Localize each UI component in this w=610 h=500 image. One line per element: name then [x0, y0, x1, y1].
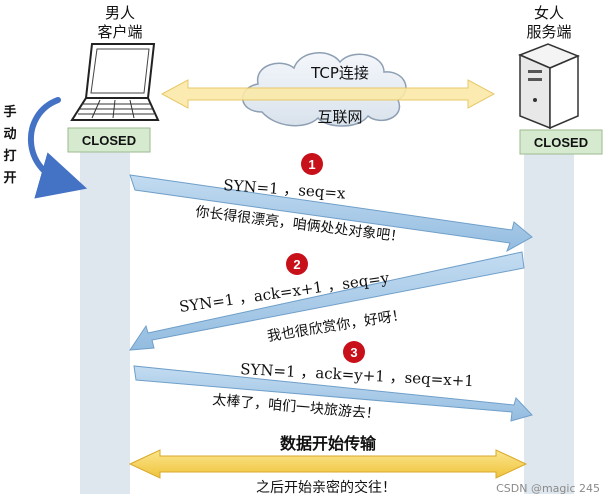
client-state-label: CLOSED — [82, 133, 136, 148]
step-3-arrow — [133, 365, 533, 422]
step-3-badge — [343, 341, 365, 363]
data-transfer-arrow — [128, 449, 528, 479]
step-1-arrow — [129, 174, 533, 253]
tcp-connection-arrow — [160, 79, 496, 109]
client-lifeline — [80, 152, 130, 494]
step-2-number: 2 — [293, 257, 300, 272]
internet-label: 互联网 — [317, 108, 362, 126]
transfer-subtitle: 之后开始亲密的交往！ — [256, 479, 396, 496]
step-1-number: 1 — [308, 157, 315, 172]
server-state-label: CLOSED — [534, 135, 588, 150]
server-icon — [518, 43, 580, 130]
server-label-line1: 女人 — [534, 4, 564, 22]
step-2-badge — [286, 253, 308, 275]
curve-arrow-icon — [28, 97, 88, 199]
manual-open-char: 打 — [3, 148, 16, 164]
server-state-box — [519, 129, 603, 155]
watermark: CSDN @magic 245 — [496, 482, 600, 495]
step-3-number: 3 — [350, 345, 357, 360]
manual-open-char: 动 — [3, 127, 16, 142]
manual-open-char: 开 — [3, 171, 16, 186]
server-lifeline — [524, 152, 574, 494]
client-state-box — [67, 127, 151, 153]
manual-open-char: 手 — [3, 104, 16, 120]
step-2-arrow — [129, 251, 525, 351]
step-1-badge — [301, 153, 323, 175]
client-label-line2: 客户端 — [97, 23, 142, 41]
server-label-line2: 服务端 — [526, 23, 571, 41]
tcp-connection-label: TCP连接 — [310, 64, 369, 82]
client-label-line1: 男人 — [105, 4, 135, 22]
transfer-title: 数据开始传输 — [280, 434, 377, 453]
laptop-icon — [70, 43, 160, 121]
